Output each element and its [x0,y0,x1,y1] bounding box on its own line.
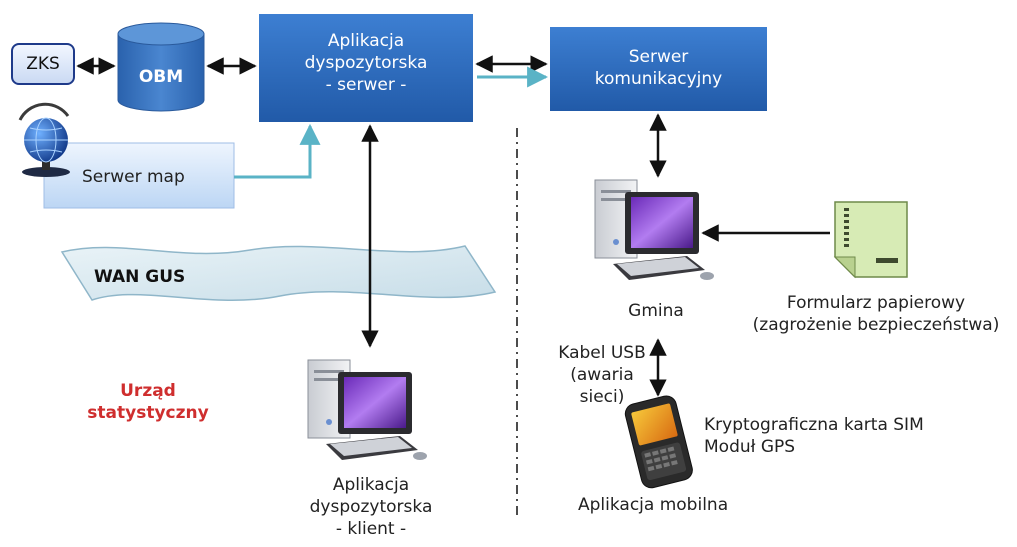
mobile-app-label: Aplikacja mobilna [578,495,729,515]
app-server-line-2: dyspozytorska [304,53,428,73]
app-server-line-1: Aplikacja [327,31,405,51]
mobile-phone-icon [624,395,693,489]
app-client-line-3: - klient - [335,519,407,539]
app-server-line-3: - serwer - [325,75,407,95]
app-server-label: Aplikacja dyspozytorska - serwer - [259,30,473,96]
app-client-label: Aplikacja dyspozytorska - klient - [296,474,446,540]
gmina-label: Gmina [628,301,684,321]
form-line-2: (zagrożenie bezpieczeństwa) [752,315,1000,335]
globe-icon [18,102,70,177]
usb-line-3: sieci) [579,387,625,407]
zks-box [11,43,75,85]
wan-label: WAN GUS [94,267,186,287]
wan-banner [60,245,497,302]
gmina-computer-icon [594,179,714,280]
mobile-feature-gps: Moduł GPS [704,437,796,457]
office-line-2: statystyczny [87,403,209,423]
usb-label: Kabel USB (awaria sieci) [548,342,656,408]
office-line-1: Urząd [120,381,176,401]
map-server-label: Serwer map [82,167,185,187]
paper-form-icon [833,201,908,279]
zks-label: ZKS [26,54,60,74]
app-server-box [259,14,473,122]
mobile-feature-sim: Kryptograficzna karta SIM [704,415,924,435]
mobile-features-label: Kryptograficzna karta SIM Moduł GPS [704,414,924,458]
form-line-1: Formularz papierowy [786,293,966,313]
app-client-line-1: Aplikacja [332,475,410,495]
comm-server-box [550,27,767,111]
app-client-line-2: dyspozytorska [309,497,433,517]
comm-server-line-2: komunikacyjny [594,69,723,89]
form-label: Formularz papierowy (zagrożenie bezpiecz… [740,292,1012,336]
arrow-map-appserver [234,123,321,179]
usb-line-2: (awaria [570,365,634,385]
comm-server-label: Serwer komunikacyjny [550,46,767,90]
obm-label: OBM [138,67,184,87]
obm-database-icon [117,22,205,112]
client-computer-icon [307,359,427,460]
comm-server-line-1: Serwer [628,47,689,67]
office-label: Urząd statystyczny [78,380,218,424]
usb-line-1: Kabel USB [558,343,646,363]
